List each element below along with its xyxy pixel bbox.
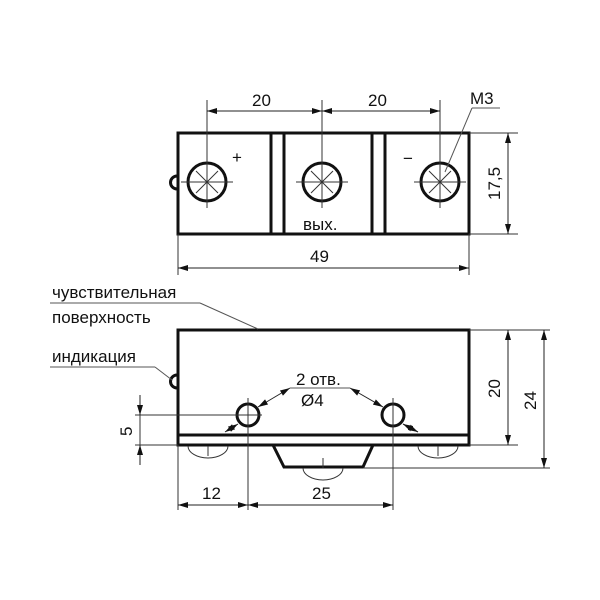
dim-hole-spacing: 25 (312, 484, 331, 503)
dim-pitch-right: 20 (368, 91, 387, 110)
label-indication: индикация (52, 347, 136, 366)
terminal-plus-label: + (232, 148, 242, 167)
dim-pitch-left: 20 (252, 91, 271, 110)
label-sensing-surface-2: поверхность (52, 308, 151, 327)
holes-count: 2 отв. (296, 370, 341, 389)
screw-icon (296, 100, 348, 208)
screw-terminals (181, 100, 466, 208)
dim-length: 49 (310, 247, 329, 266)
dim-height: 17,5 (485, 167, 504, 200)
dim-hole-offset: 5 (117, 427, 136, 436)
thread-label: M3 (470, 89, 494, 108)
top-view: + − вых. 20 20 M3 17,5 49 (169, 89, 518, 275)
label-sensing-surface-1: чувствительная (52, 283, 176, 302)
indicator-led (169, 174, 178, 191)
terminal-out-label: вых. (303, 215, 337, 234)
dim-total-height: 24 (521, 391, 540, 410)
screw-icon (414, 100, 466, 208)
dim-body-height: 20 (485, 379, 504, 398)
top-body-outline (176, 131, 471, 236)
screw-icon (181, 100, 233, 208)
holes-diameter: Ø4 (301, 391, 324, 410)
side-view: 2 отв. Ø4 5 12 25 20 24 чувствительная п… (50, 283, 550, 510)
terminal-minus-label: − (403, 149, 413, 168)
dim-first-hole: 12 (202, 484, 221, 503)
indicator-led (169, 373, 178, 390)
